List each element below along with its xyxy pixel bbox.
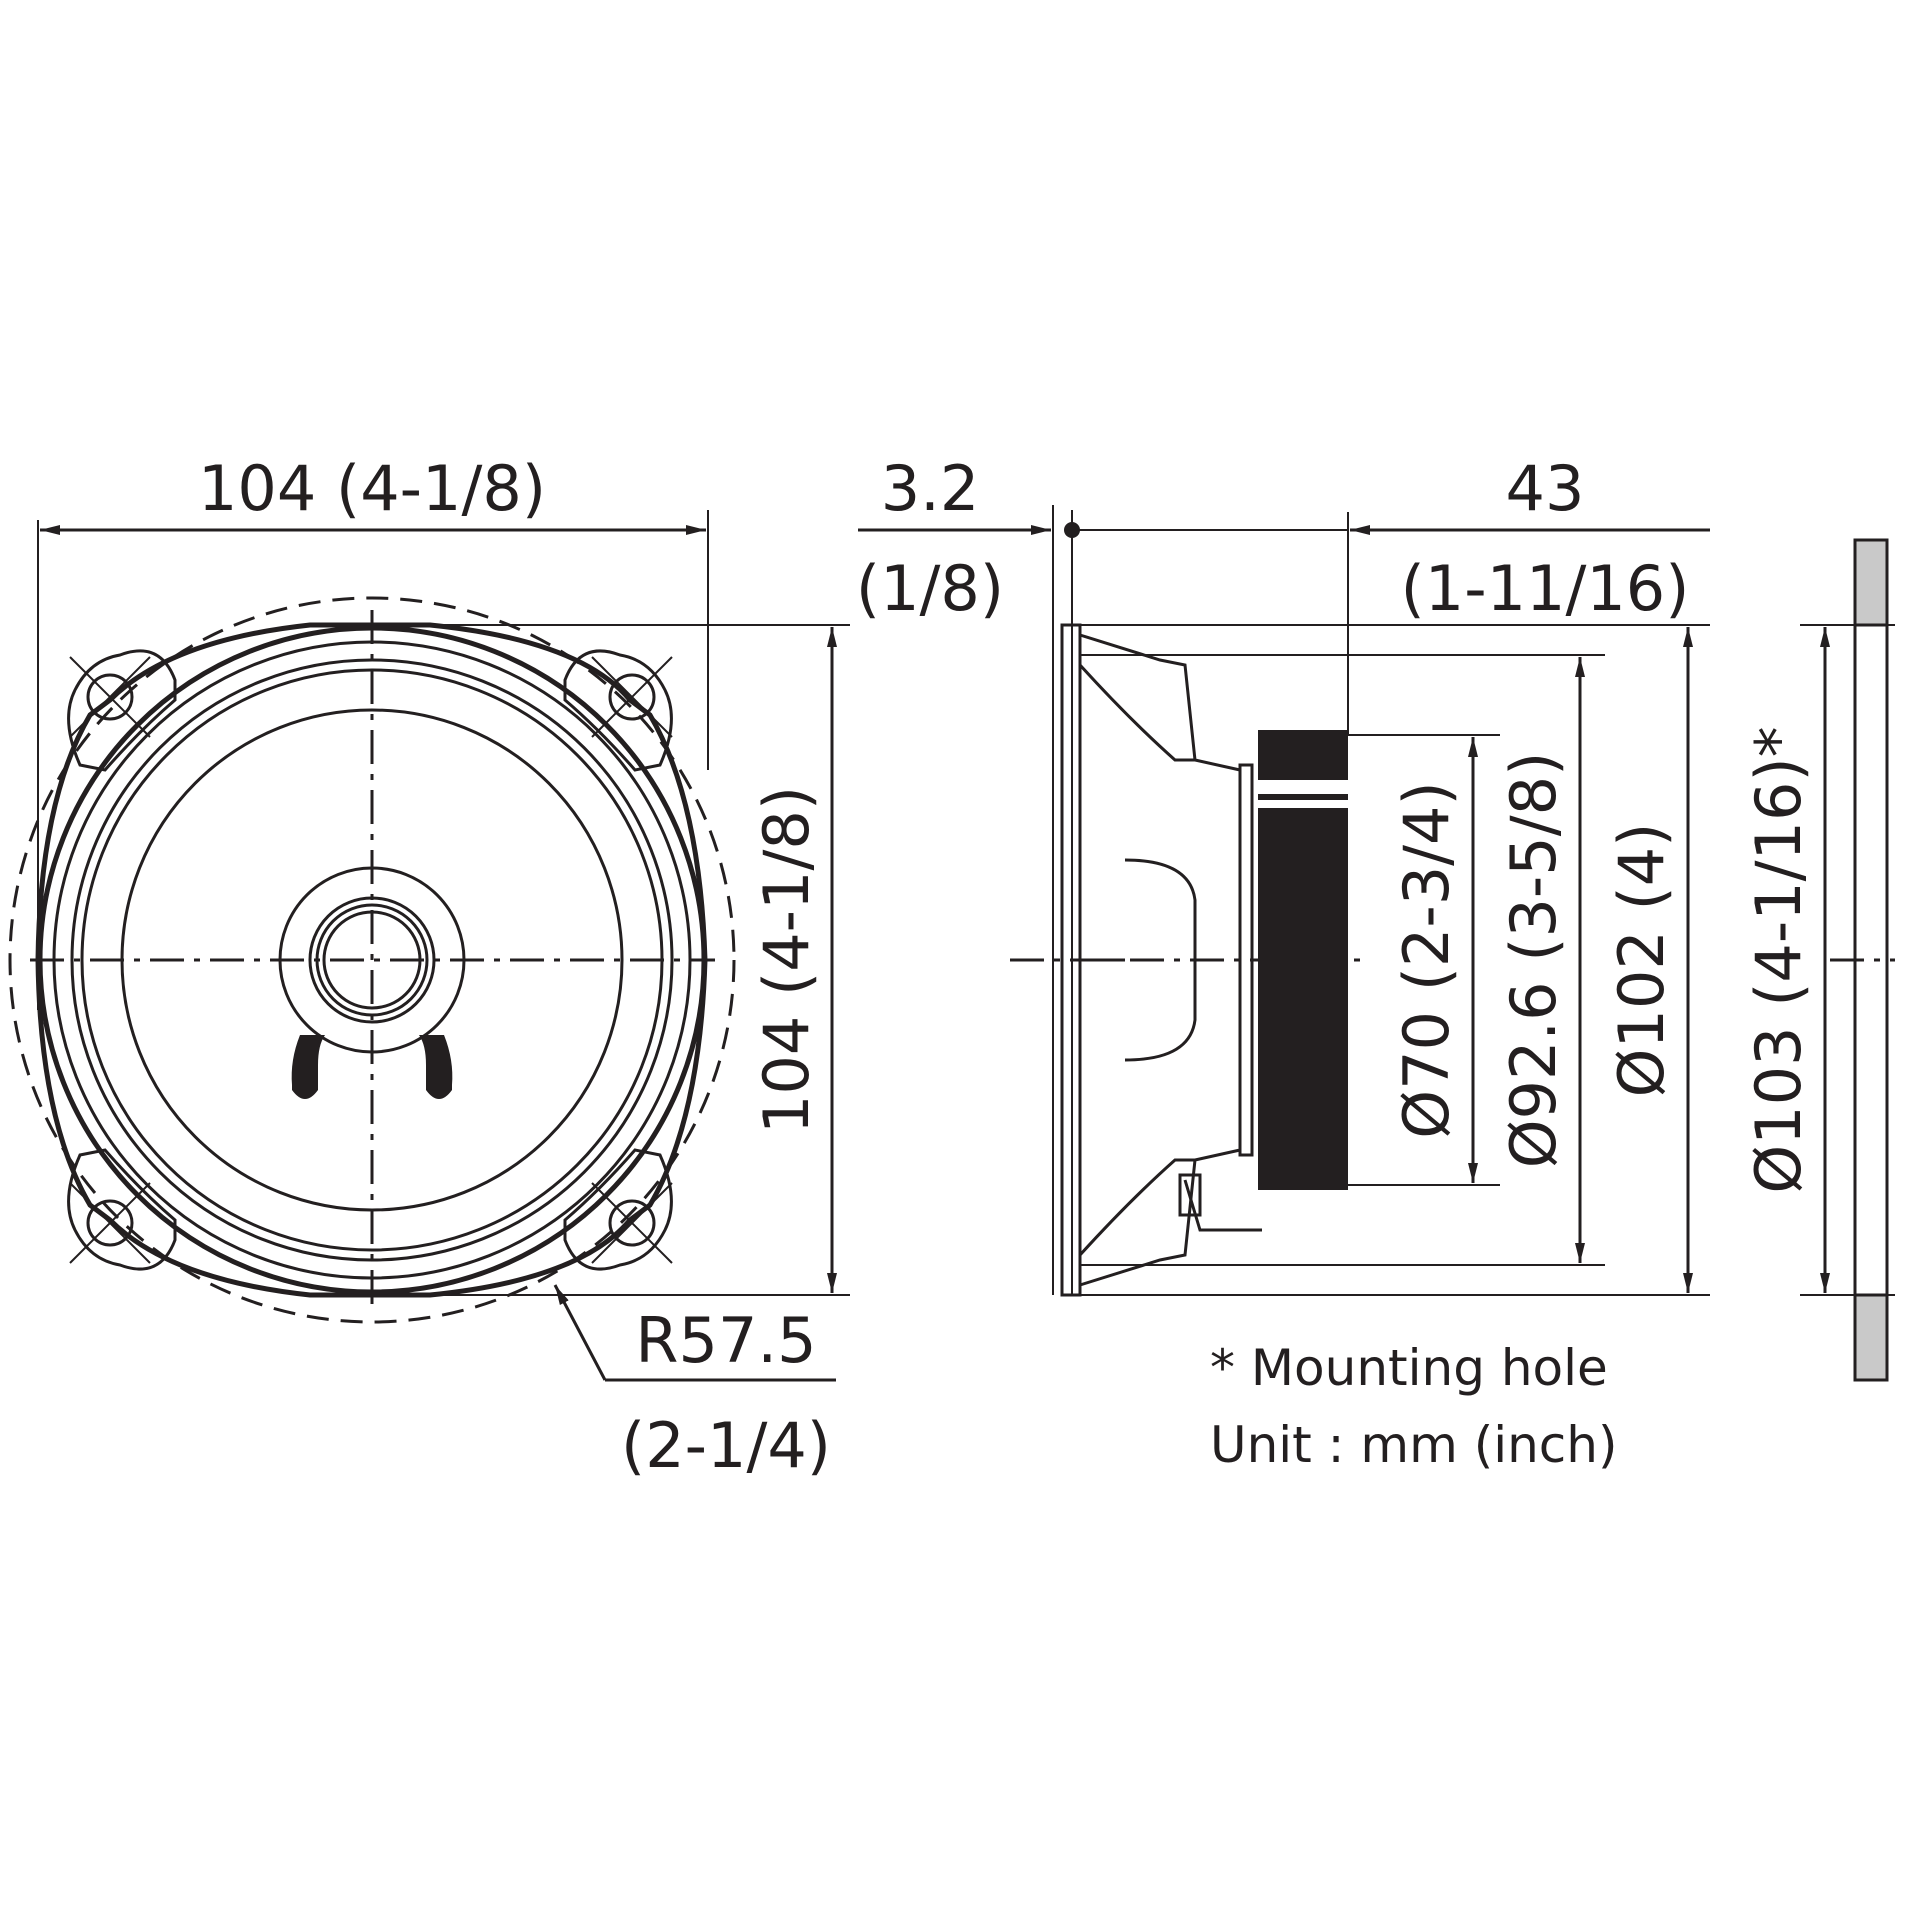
tweeter-leg-right	[419, 1035, 453, 1099]
radius-inch-label: (2-1/4)	[621, 1409, 831, 1482]
frame-dia-label: Ø102 (4)	[1605, 823, 1678, 1098]
basket-rib-bottom	[1078, 1158, 1195, 1257]
depth-label: 43	[1506, 452, 1585, 525]
height-label: 104 (4-1/8)	[750, 786, 823, 1134]
mounting-ear-top-left	[67, 649, 177, 772]
magnet-gap	[1258, 780, 1348, 794]
side-view: 3.2 (1/8) 43 (1-11/16)	[856, 452, 1710, 1297]
tweeter-leg-left	[291, 1035, 325, 1099]
unit-note: Unit : mm (inch)	[1210, 1416, 1618, 1474]
basket-rib-top	[1078, 663, 1195, 762]
front-view: 104 (4-1/8) 104 (4-1/8)	[8, 452, 850, 1482]
panel-section-bottom	[1853, 1293, 1889, 1382]
magnet-dia-label: Ø70 (2-3/4)	[1390, 781, 1463, 1138]
mounting-panel-view: Ø103 (4-1/16)*	[1742, 538, 1895, 1382]
hole-dia-label: Ø103 (4-1/16)*	[1742, 726, 1815, 1193]
mounting-ear-top-right	[563, 649, 673, 772]
speaker-frame-outline	[35, 622, 708, 1298]
flange-thickness-label: 3.2	[881, 452, 980, 525]
outer-radius-circle	[8, 596, 736, 1324]
terminal	[1178, 1173, 1202, 1217]
magnet-gap-2	[1258, 800, 1348, 808]
mounting-hole-note: * Mounting hole	[1210, 1339, 1608, 1397]
panel-section-top	[1853, 538, 1889, 627]
depth-inch-label: (1-11/16)	[1401, 552, 1690, 625]
cone-dia-label: Ø92.6 (3-5/8)	[1497, 752, 1570, 1169]
radius-leader-diagonal	[553, 1284, 607, 1381]
radius-label: R57.5	[635, 1304, 816, 1377]
width-label: 104 (4-1/8)	[198, 452, 546, 525]
flange-thickness-inch-label: (1/8)	[856, 552, 1004, 625]
terminal-wire	[1183, 1179, 1262, 1232]
mounting-ear-bottom-right	[563, 1148, 673, 1271]
